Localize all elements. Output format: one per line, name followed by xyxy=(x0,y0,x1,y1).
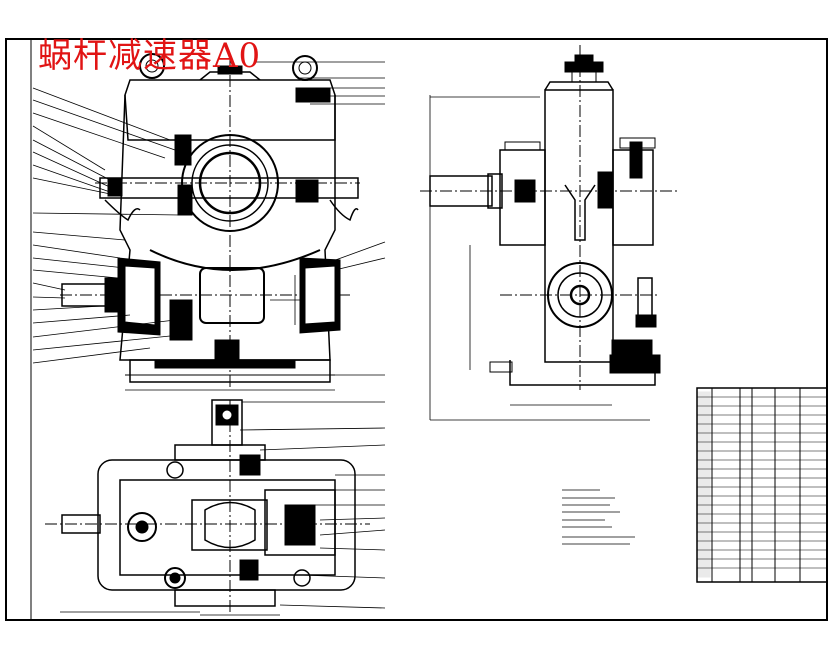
drawing-frame xyxy=(5,38,828,621)
top-view xyxy=(45,399,386,616)
front-view xyxy=(32,53,386,391)
technical-notes xyxy=(562,489,635,545)
drawing-title: 蜗杆减速器A0 xyxy=(38,36,262,76)
parts-list-table xyxy=(696,387,828,583)
side-view xyxy=(420,45,680,421)
